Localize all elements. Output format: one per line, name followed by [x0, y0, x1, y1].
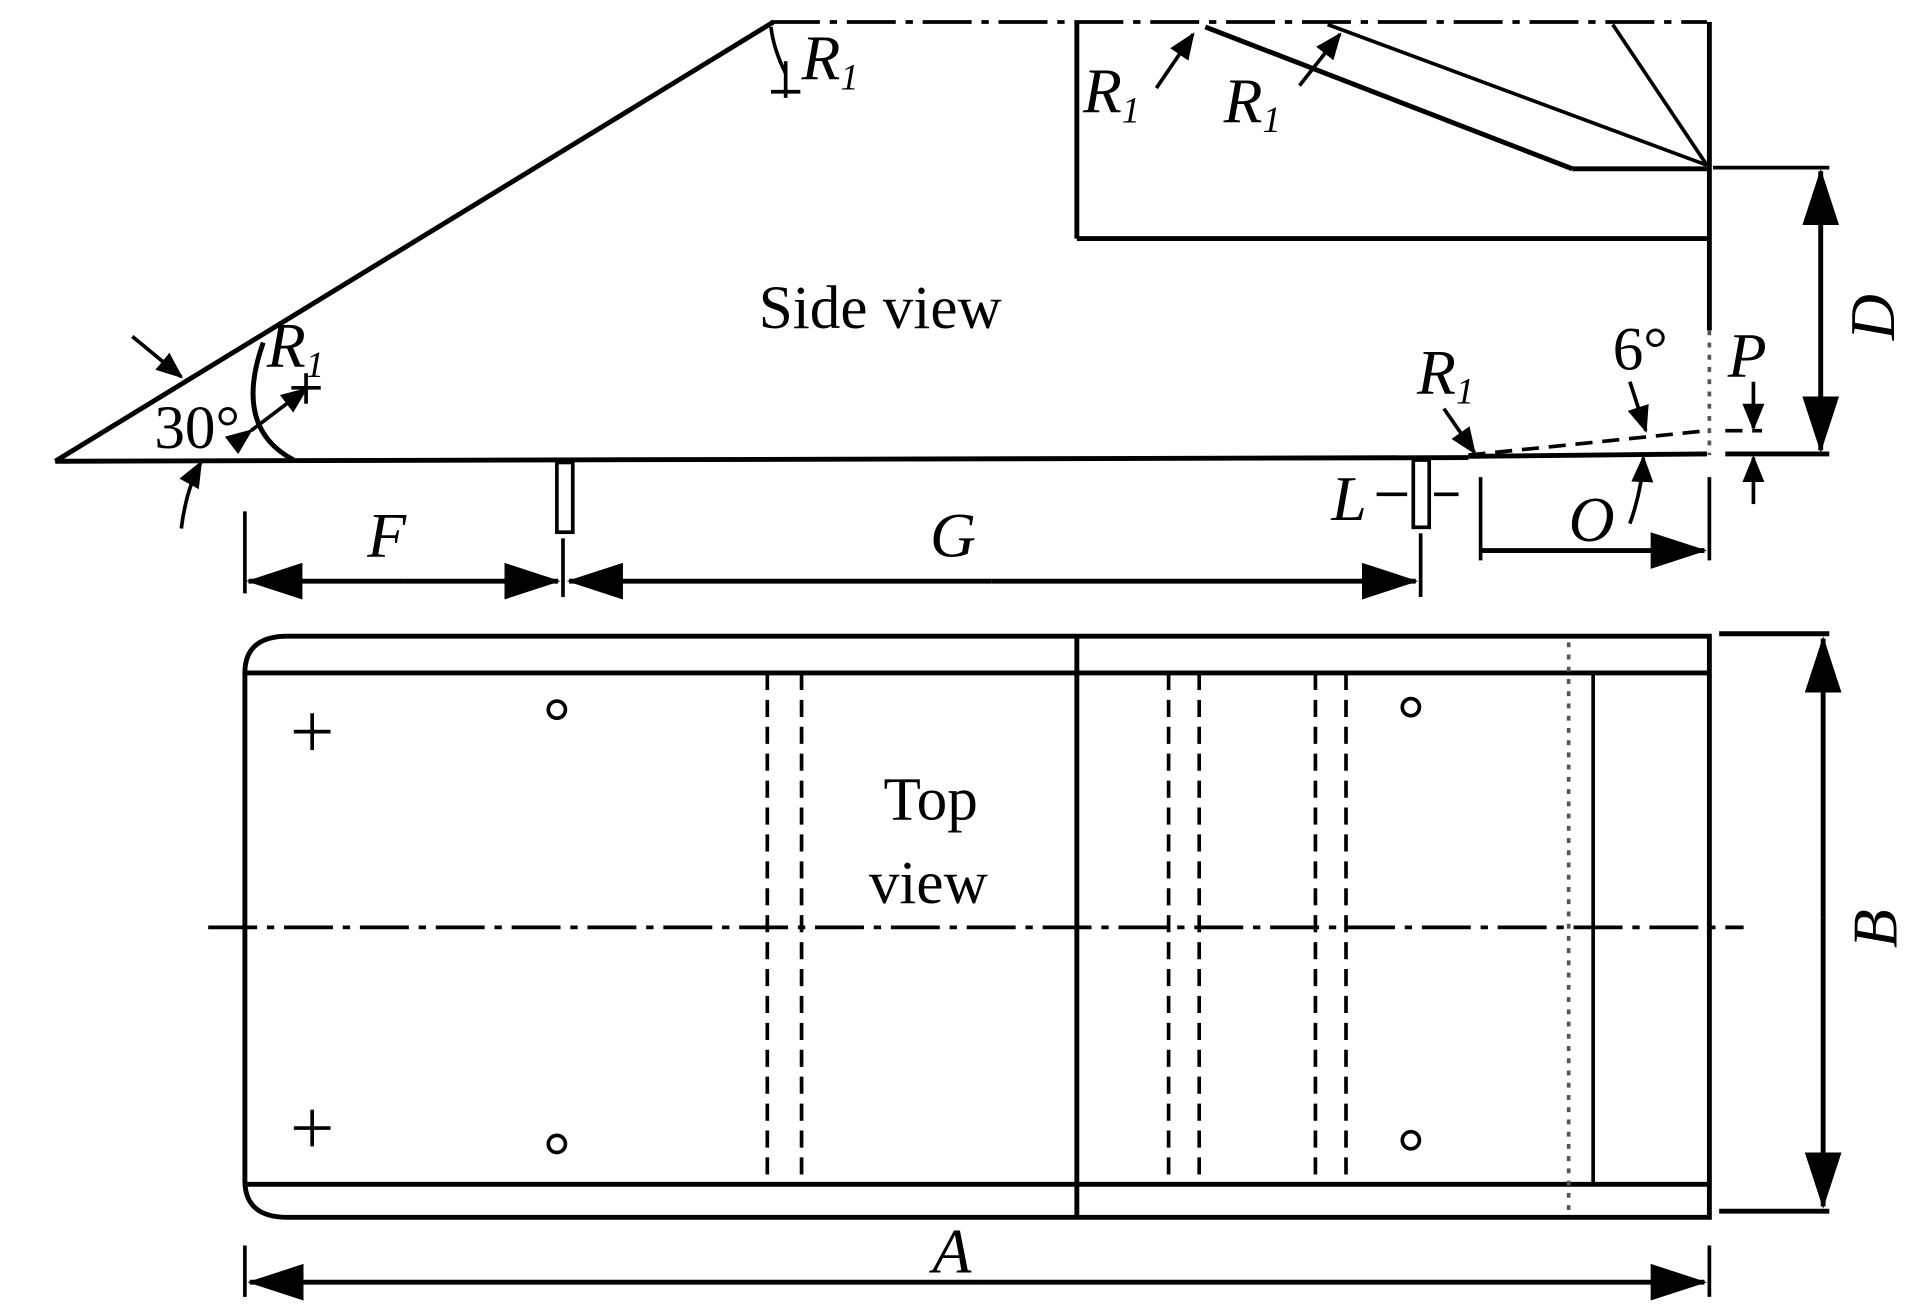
- radius-arrow: [1442, 407, 1476, 455]
- radius-arrow: [1298, 32, 1342, 87]
- rear-pin: [1411, 458, 1432, 530]
- rear-base: [1468, 451, 1707, 459]
- top-outline: [242, 633, 1712, 1220]
- radius-arrow: [1154, 32, 1195, 90]
- svg-text:R1: R1: [1416, 337, 1474, 412]
- svg-text:R1: R1: [1082, 56, 1140, 131]
- dim-a-label: A: [928, 1215, 972, 1286]
- side-view: Side view R1 R1 R1 R1 R1 30° 6°: [53, 19, 1830, 535]
- angle-arrow: [131, 335, 184, 379]
- angle-30-label: 30°: [154, 394, 240, 462]
- inner-slope-2: [1327, 22, 1708, 167]
- inner-slope-3: [1611, 23, 1709, 167]
- angle-arrow: [179, 460, 203, 529]
- radius-label: R1 R1 R1 R1 R1: [266, 23, 1474, 412]
- base-line: [55, 455, 1469, 464]
- dim-o-label: O: [1569, 484, 1615, 555]
- dim-d-label: D: [1837, 294, 1908, 341]
- top-view: Top view: [208, 633, 1744, 1220]
- dim-f-label: F: [366, 500, 407, 571]
- top-view-title-1: Top: [884, 766, 978, 834]
- svg-text:R1: R1: [801, 23, 859, 98]
- cross-mark: [293, 713, 331, 1147]
- angle-arrow: [1627, 381, 1649, 433]
- dim-g-label: G: [930, 500, 976, 571]
- svg-text:R1: R1: [266, 310, 324, 385]
- front-slope-line: [53, 19, 775, 464]
- dim-l-label: L: [1330, 463, 1366, 534]
- svg-text:R1: R1: [1223, 65, 1281, 140]
- rear-taper-line: [1468, 428, 1708, 457]
- dim-p-label: P: [1727, 320, 1767, 391]
- top-view-title-2: view: [869, 849, 988, 917]
- radius-arrow: [224, 387, 309, 455]
- dim-b-label: B: [1840, 909, 1909, 948]
- top-dimensions: B A: [243, 631, 1909, 1301]
- inner-slope: [1204, 24, 1574, 172]
- angle-6-label: 6°: [1613, 315, 1668, 383]
- side-dimensions: D P F G L O: [243, 165, 1908, 600]
- front-pin: [555, 460, 575, 535]
- side-view-title: Side view: [759, 274, 1002, 342]
- top-radius-arc: [769, 26, 788, 75]
- angle-arrow: [1628, 455, 1654, 525]
- hole-mark: [546, 696, 1422, 1155]
